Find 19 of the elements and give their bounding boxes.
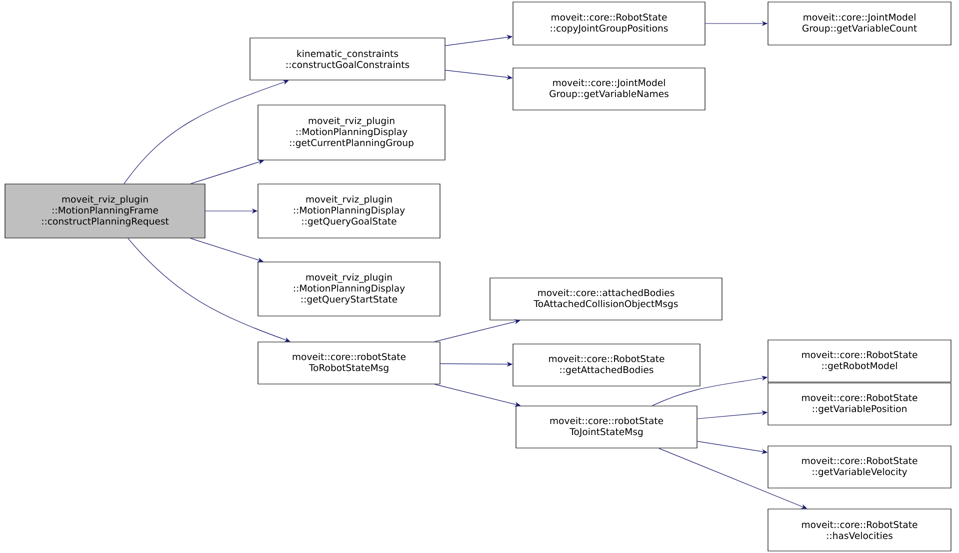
- arrow: [124, 80, 289, 184]
- function-box: moveit::core::attachedBodies ToAttachedCollisionObjectMsgs: [490, 278, 722, 320]
- function-box: moveit::core::JointModel Group::getVariableNames: [512, 68, 706, 110]
- function-box: moveit::core::RobotState ::getAttachedBodies: [512, 344, 700, 386]
- function-box: moveit_rviz_plugin ::MotionPlanningDisplay ::getQueryGoalState: [258, 184, 440, 238]
- arrow: [434, 319, 520, 342]
- function-box: moveit::core::RobotState ::copyJointGroupPositions: [512, 2, 706, 46]
- function-box: moveit::core::robotState ToJointStateMsg: [516, 406, 698, 448]
- function-box: moveit::core::RobotState ::hasVelocities: [768, 508, 952, 552]
- highlighted-function-box: moveit_rviz_plugin ::MotionPlanningFrame ::constructPlanningRequest: [4, 184, 206, 238]
- function-box: moveit::core::RobotState ::getVariableVelocity: [768, 446, 952, 488]
- function-box: kinematic_constraints ::constructGoalConstraints: [250, 38, 446, 80]
- function-box: moveit::core::robotState ToRobotStateMsg: [258, 342, 440, 384]
- arrow: [128, 238, 290, 342]
- function-box: moveit::core::RobotState ::getRobotModel: [768, 340, 952, 382]
- function-box: moveit::core::RobotState ::getVariablePosition: [768, 382, 952, 426]
- function-box: moveit_rviz_plugin ::MotionPlanningDisplay ::getCurrentPlanningGroup: [258, 104, 446, 160]
- function-box: moveit::core::JointModel Group::getVariableCount: [768, 2, 952, 46]
- function-box: moveit_rviz_plugin ::MotionPlanningDisplay ::getQueryStartState: [258, 262, 440, 316]
